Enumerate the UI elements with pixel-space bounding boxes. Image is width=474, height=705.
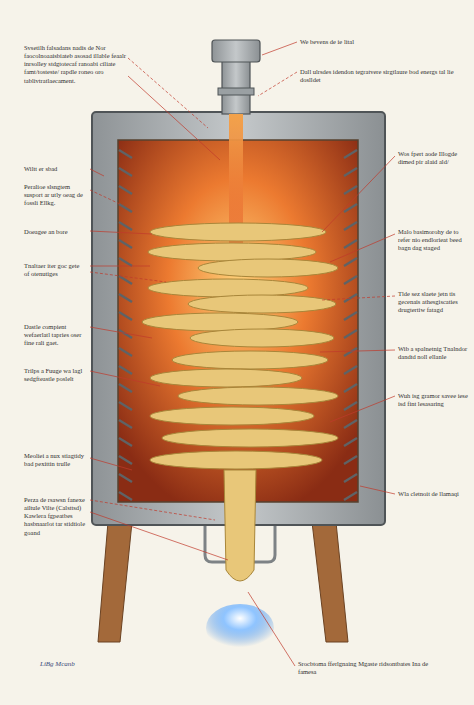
furnace-leg [312, 522, 348, 642]
potato-chip [178, 387, 338, 405]
chip-stem [224, 470, 256, 581]
grate-rib [119, 150, 132, 158]
grate-rib [119, 186, 132, 194]
furnace-housing [92, 112, 385, 525]
part-label: Trilps a Fuuge wa lagl sedgfteastle posl… [24, 367, 86, 383]
potato-chip [150, 369, 302, 387]
grate-rib [119, 366, 132, 374]
potato-chip [198, 259, 338, 277]
part-label: Meoliei a nux stiagtidy bad pexittin tru… [24, 452, 86, 468]
potato-chip [190, 329, 334, 347]
grate-rib [119, 348, 132, 356]
grate-rib [344, 240, 357, 248]
grate-rib [119, 168, 132, 176]
grate-rib [119, 402, 132, 410]
grate-rib [119, 240, 132, 248]
grate-rib [119, 474, 132, 482]
grate-rib [344, 384, 357, 392]
part-label: Dall ulrsdes idendon tegratvere sirgtlau… [300, 68, 465, 84]
grate-rib [344, 168, 357, 176]
grate-rib [344, 348, 357, 356]
grate-rib [344, 420, 357, 428]
grate-rib [344, 222, 357, 230]
grate-rib [344, 492, 357, 500]
part-label: Tnaltaer iter goc gete of otenutiges [24, 262, 86, 278]
part-label: LiBg Mcanb [40, 660, 80, 669]
part-label: Wla cletnoit de llamaqi [398, 490, 470, 498]
part-label: Wuh isg gramor savee iese isd fint lesas… [398, 392, 470, 408]
grate-rib [119, 222, 132, 230]
grate-rib [344, 294, 357, 302]
part-label: Dastle compient wefaerlatl tapries oser … [24, 323, 86, 347]
part-label: Peralioe slsngtem susport ar utly oeag d… [24, 183, 86, 207]
chimney-pipe [222, 60, 250, 114]
potato-chip [188, 295, 336, 313]
grate-rib [119, 204, 132, 212]
chimney-collar [218, 88, 254, 95]
potato-chip [162, 429, 338, 447]
part-label: Tlde sez slaete jetn tis gecenais athesg… [398, 290, 470, 314]
grate-rib [119, 420, 132, 428]
grate-rib [344, 276, 357, 284]
part-label: Wiltt er sbad [24, 165, 86, 173]
grate-rib [344, 186, 357, 194]
part-label: Doeagee an bore [24, 228, 86, 236]
potato-chip [150, 407, 314, 425]
part-label: Svsetilh falsadans nadis de Nor faocolno… [24, 44, 126, 85]
chimney-cap [212, 40, 260, 62]
potato-chip [148, 243, 316, 261]
potato-chip [150, 451, 322, 469]
furnace-leg [98, 522, 132, 642]
grate-rib [119, 384, 132, 392]
grate-rib [344, 150, 357, 158]
grate-rib [344, 438, 357, 446]
potato-chip [150, 223, 326, 241]
part-label: Malo basimorohy de to refer nio endlorie… [398, 228, 470, 252]
potato-chip [148, 279, 308, 297]
grate-rib [344, 204, 357, 212]
chip-stack [142, 223, 338, 469]
grate-rib [119, 492, 132, 500]
grate-rib [119, 294, 132, 302]
grate-rib [344, 456, 357, 464]
grate-rib [344, 330, 357, 338]
part-label: Wib a spalnetnig Tnalndor dandtd noll el… [398, 345, 470, 361]
grate-rib [119, 438, 132, 446]
grate-rib [119, 258, 132, 266]
grate-rib [344, 474, 357, 482]
part-label: Wos fpert aode Illogde dimed pir alaid a… [398, 150, 470, 166]
grate-rib [344, 366, 357, 374]
grate-rib [119, 456, 132, 464]
part-label: Perza de rsawsn fanexe ailtule Vilte (Ca… [24, 496, 86, 537]
part-label: Srocbtoma fferlgnaing Mgaste ridsontbate… [298, 660, 438, 676]
grate-rib [344, 312, 357, 320]
grate-rib [344, 402, 357, 410]
potato-chip [142, 313, 298, 331]
grate-rib [344, 258, 357, 266]
grate-rib [119, 312, 132, 320]
leader-lines [90, 42, 395, 666]
potato-chip [172, 351, 328, 369]
part-label: We bevens de ie lital [300, 38, 450, 46]
burner-flame [206, 604, 274, 652]
